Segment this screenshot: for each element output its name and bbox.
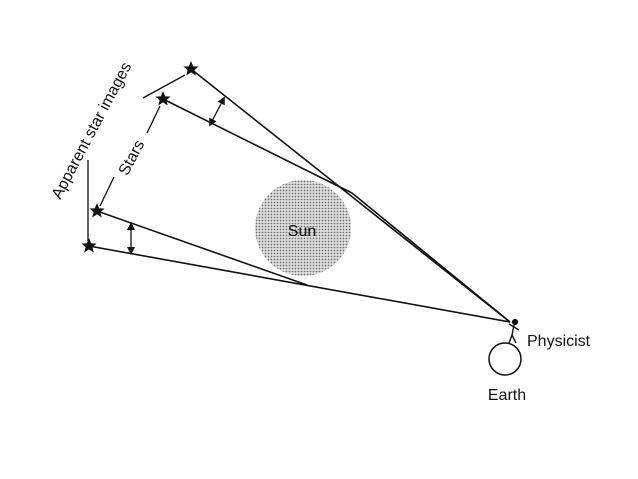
earth-disc (488, 342, 522, 376)
physicist-label: Physicist (527, 333, 591, 350)
stars-leader-bottom (99, 176, 115, 207)
person-icon (508, 318, 520, 344)
ray-upper-true (351, 192, 511, 323)
apparent-leader-top (142, 74, 186, 99)
ray-lower-apparent (88, 245, 511, 323)
star-icon (89, 203, 105, 218)
ray-upper-bent (162, 98, 353, 194)
stars-label: Stars (116, 137, 149, 178)
deflection-arrow-upper (209, 96, 225, 127)
apparent-star-images-label: Apparent star images (49, 60, 135, 202)
sun-label: Sun (288, 223, 316, 240)
sun-disc (255, 180, 351, 276)
ray-upper-apparent (190, 68, 511, 323)
earth-label: Earth (488, 387, 526, 404)
star-icon (183, 61, 199, 76)
stars-leader-top (146, 105, 161, 134)
star-icon (155, 91, 171, 106)
star-icon (81, 238, 97, 253)
